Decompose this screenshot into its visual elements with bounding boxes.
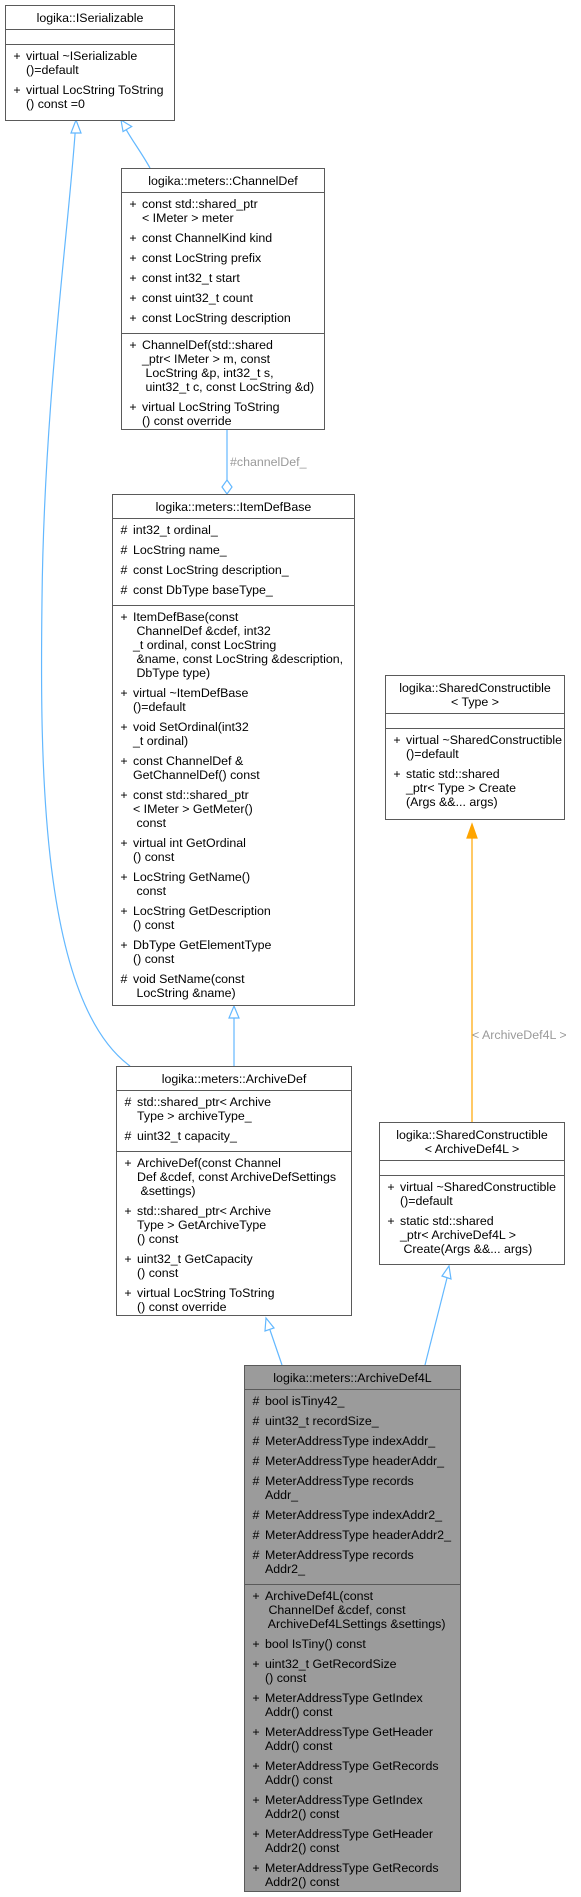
edge-label-channeldef: #channelDef_ [230,455,307,469]
class-sharedconstructible-archivedef4l[interactable]: logika::SharedConstructible < ArchiveDef… [379,1122,565,1265]
methods-section: +virtual ~SharedConstructible ()=default… [386,729,564,817]
method-row: +virtual LocString ToString () const =0 [13,83,164,111]
class-title: logika::meters::ChannelDef [122,169,324,193]
class-sharedconstructible-type[interactable]: logika::SharedConstructible < Type > +vi… [385,675,565,820]
attribute-row: #LocString name_ [120,543,227,557]
attribute-row: +const LocString prefix [129,251,262,265]
attribute-row: #uint32_t recordSize_ [252,1414,379,1428]
attribute-row: #bool isTiny42_ [252,1394,345,1408]
method-row: +bool IsTiny() const [252,1637,366,1651]
attribute-row: #MeterAddressType headerAddr2_ [252,1528,451,1542]
attributes-section [6,30,174,45]
method-row: +virtual ~ItemDefBase ()=default [120,686,249,714]
arrowhead-sc4l [441,1264,452,1280]
class-channeldef[interactable]: logika::meters::ChannelDef +const std::s… [121,168,325,430]
class-title: logika::SharedConstructible < Type > [386,676,564,714]
attribute-row: #MeterAddressType records Addr_ [252,1474,414,1502]
method-row: +virtual int GetOrdinal () const [120,836,246,864]
methods-section: +ArchiveDef(const Channel Def &cdef, con… [117,1152,351,1322]
arrowhead-template [466,822,478,839]
method-row: +uint32_t GetRecordSize () const [252,1657,397,1685]
class-title: logika::ISerializable [6,6,174,30]
attribute-row: #std::shared_ptr< Archive Type > archive… [124,1095,271,1123]
method-row: +MeterAddressType GetHeader Addr() const [252,1725,434,1753]
attribute-row: #MeterAddressType indexAddr2_ [252,1508,443,1522]
method-row: +virtual ~SharedConstructible ()=default [387,1180,556,1208]
attributes-section [386,714,564,729]
attribute-row: #MeterAddressType records Addr2_ [252,1548,414,1576]
method-row: +std::shared_ptr< Archive Type > GetArch… [124,1204,271,1246]
arrowhead-iserializable-1 [120,118,133,133]
method-row: +MeterAddressType GetHeader Addr2() cons… [252,1827,434,1855]
class-title: logika::meters::ArchiveDef [117,1067,351,1091]
edge-archivedef4l-archivedef [269,1329,283,1366]
attribute-row: +const LocString description [129,311,291,325]
class-itemdefbase[interactable]: logika::meters::ItemDefBase #int32_t ord… [112,494,355,1006]
class-iserializable[interactable]: logika::ISerializable +virtual ~ISeriali… [5,5,175,121]
methods-section: +virtual ~SharedConstructible ()=default… [380,1176,564,1264]
methods-section: +ArchiveDef4L(const ChannelDef &cdef, co… [245,1585,460,1897]
method-row: +ChannelDef(std::shared _ptr< IMeter > m… [129,338,315,394]
class-title: logika::meters::ArchiveDef4L [245,1366,460,1390]
method-row: +static std::shared _ptr< Type > Create … [393,767,516,809]
attribute-row: #const LocString description_ [120,563,289,577]
method-row: +virtual LocString ToString () const ove… [124,1286,275,1314]
methods-section: +ItemDefBase(const ChannelDef &cdef, int… [113,606,354,1008]
arrowhead-iserializable-2 [70,118,82,134]
arrowhead-archivedef [264,1316,276,1332]
attribute-row: #int32_t ordinal_ [120,523,218,537]
attribute-row: +const int32_t start [129,271,240,285]
method-row: +MeterAddressType GetIndex Addr2() const [252,1793,423,1821]
attributes-section [380,1161,564,1176]
method-row: +MeterAddressType GetRecords Addr2() con… [252,1861,439,1889]
method-row: +virtual ~SharedConstructible ()=default [393,733,562,761]
attribute-row: #MeterAddressType headerAddr_ [252,1454,445,1468]
method-row: +MeterAddressType GetRecords Addr() cons… [252,1759,439,1787]
method-row: +static std::shared _ptr< ArchiveDef4L >… [387,1214,533,1256]
class-archivedef[interactable]: logika::meters::ArchiveDef #std::shared_… [116,1066,352,1316]
method-row: +ArchiveDef4L(const ChannelDef &cdef, co… [252,1589,446,1631]
attributes-section: #bool isTiny42_ #uint32_t recordSize_ #M… [245,1390,460,1585]
class-title: logika::SharedConstructible < ArchiveDef… [380,1123,564,1161]
attributes-section: +const std::shared_ptr < IMeter > meter … [122,193,324,334]
method-row: +const ChannelDef & GetChannelDef() cons… [120,754,260,782]
method-row: +MeterAddressType GetIndex Addr() const [252,1691,423,1719]
method-row: +void SetOrdinal(int32 _t ordinal) [120,720,249,748]
attribute-row: #const DbType baseType_ [120,583,273,597]
attribute-row: +const std::shared_ptr < IMeter > meter [129,197,258,225]
method-row: +virtual LocString ToString () const ove… [129,400,280,428]
methods-section: +virtual ~ISerializable ()=default +virt… [6,45,174,119]
method-row: #void SetName(const LocString &name) [120,972,245,1000]
edge-archivedef4l-sc4l [424,1277,448,1366]
method-row: +uint32_t GetCapacity () const [124,1252,253,1280]
method-row: +DbType GetElementType () const [120,938,272,966]
aggregation-diamond [221,478,233,496]
attribute-row: #uint32_t capacity_ [124,1129,237,1143]
methods-section: +ChannelDef(std::shared _ptr< IMeter > m… [122,334,324,436]
method-row: +LocString GetDescription () const [120,904,271,932]
attribute-row: +const uint32_t count [129,291,253,305]
class-archivedef4l[interactable]: logika::meters::ArchiveDef4L #bool isTin… [244,1365,461,1892]
method-row: +const std::shared_ptr < IMeter > GetMet… [120,788,253,830]
class-title: logika::meters::ItemDefBase [113,495,354,519]
attributes-section: #int32_t ordinal_ #LocString name_ #cons… [113,519,354,606]
method-row: +LocString GetName() const [120,870,251,898]
edge-archivedef-iserializable [40,119,131,1067]
method-row: +virtual ~ISerializable ()=default [13,49,138,77]
method-row: +ArchiveDef(const Channel Def &cdef, con… [124,1156,337,1198]
attribute-row: +const ChannelKind kind [129,231,273,245]
edge-label-template-arg: < ArchiveDef4L > [472,1028,567,1042]
attribute-row: #MeterAddressType indexAddr_ [252,1434,436,1448]
attributes-section: #std::shared_ptr< Archive Type > archive… [117,1091,351,1152]
method-row: +ItemDefBase(const ChannelDef &cdef, int… [120,610,344,680]
arrowhead-itemdefbase [228,1004,240,1019]
